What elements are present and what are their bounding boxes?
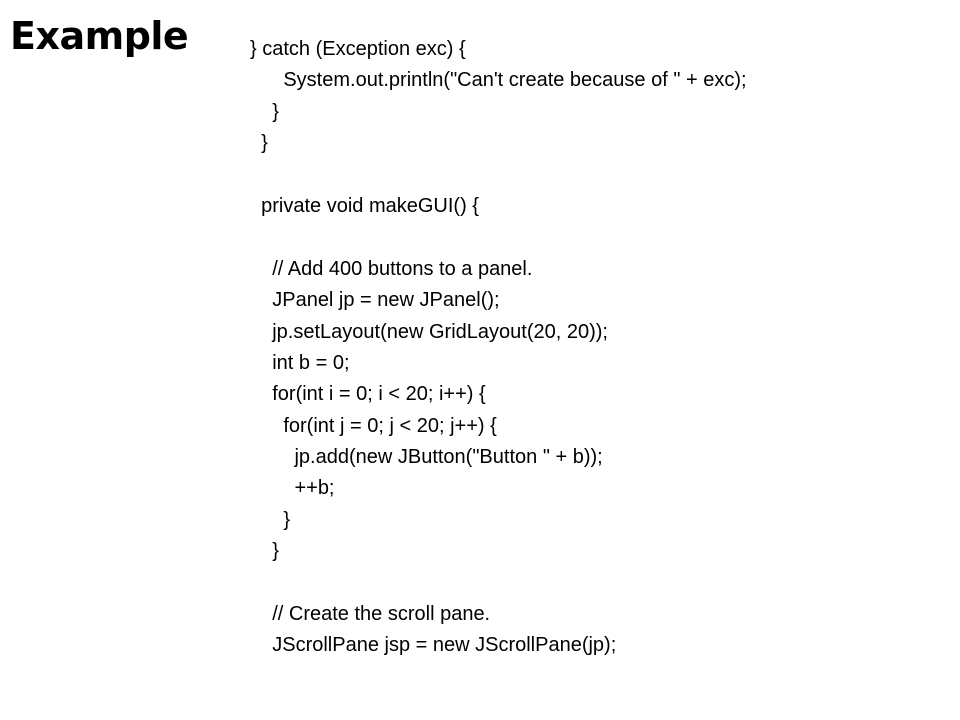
- code-line-10: jp.setLayout(new GridLayout(20, 20));: [250, 320, 608, 343]
- code-line-6: private void makeGUI() {: [250, 194, 479, 217]
- code-line-11: int b = 0;: [250, 351, 350, 374]
- code-line-12: for(int i = 0; i < 20; i++) {: [250, 383, 486, 406]
- code-line-4: }: [250, 132, 268, 155]
- code-line-3: }: [250, 100, 279, 123]
- code-line-1: } catch (Exception exc) {: [250, 38, 466, 60]
- code-line-15: ++b;: [250, 477, 335, 500]
- code-line-14: jp.add(new JButton("Button " + b));: [250, 446, 603, 469]
- code-line-2: System.out.println("Can't create because…: [250, 69, 747, 92]
- code-line-17: }: [250, 540, 279, 563]
- code-line-20: JScrollPane jsp = new JScrollPane(jp);: [250, 634, 617, 657]
- code-line-5: [250, 160, 747, 191]
- code-line-7: [250, 222, 747, 253]
- slide-title: Example: [10, 14, 189, 58]
- code-line-16: }: [250, 508, 291, 531]
- code-line-9: JPanel jp = new JPanel();: [250, 289, 500, 312]
- code-line-8: // Add 400 buttons to a panel.: [250, 257, 533, 280]
- code-line-13: for(int j = 0; j < 20; j++) {: [250, 414, 497, 437]
- code-line-18: [250, 568, 747, 599]
- code-line-19: // Create the scroll pane.: [250, 603, 491, 626]
- code-block: } catch (Exception exc) { System.out.pri…: [250, 34, 747, 662]
